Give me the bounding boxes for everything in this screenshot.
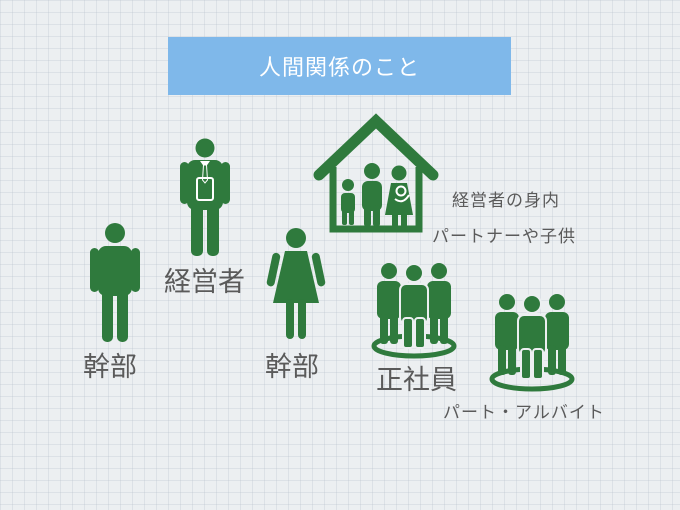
businessman-icon — [180, 138, 230, 256]
part-time-group-icon — [489, 294, 575, 392]
man-icon — [90, 223, 140, 342]
slide-title: 人間関係のこと — [168, 37, 511, 95]
part-time-label: パート・アルバイト — [443, 403, 605, 423]
family-label: 経営者の身内 — [452, 191, 560, 211]
employees-group-icon — [371, 263, 457, 359]
owner-label: 経営者 — [164, 267, 245, 298]
manager-right-label: 幹部 — [265, 352, 319, 383]
family-house-icon — [313, 113, 439, 233]
family-sub-label: パートナーや子供 — [432, 227, 576, 247]
manager-left-label: 幹部 — [83, 352, 137, 383]
woman-icon — [266, 228, 326, 339]
employees-label: 正社員 — [376, 365, 457, 396]
